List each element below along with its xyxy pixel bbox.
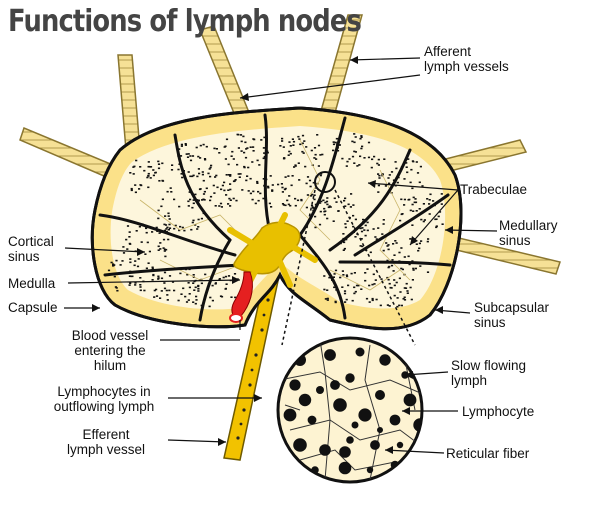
leader-lines bbox=[64, 57, 498, 454]
magnified-view bbox=[276, 336, 424, 484]
label-reticular-fiber: Reticular fiber bbox=[446, 446, 530, 461]
blood-vessel bbox=[229, 271, 253, 323]
lymphoid-follicles bbox=[107, 133, 445, 308]
leader-arrowheads bbox=[92, 56, 453, 454]
magnified-area-marker bbox=[314, 171, 336, 193]
lymph-node-body bbox=[90, 106, 463, 331]
page-title: Functions of lymph nodes bbox=[8, 4, 362, 39]
label-lymphocyte: Lymphocyte bbox=[462, 404, 535, 419]
magnification-lines bbox=[281, 189, 416, 346]
trabeculae-lines bbox=[98, 113, 452, 322]
label-capsule: Capsule bbox=[8, 300, 58, 315]
label-medulla: Medulla bbox=[8, 276, 56, 291]
label-trabeculae: Trabeculae bbox=[460, 182, 528, 197]
medulla-region bbox=[227, 212, 318, 288]
